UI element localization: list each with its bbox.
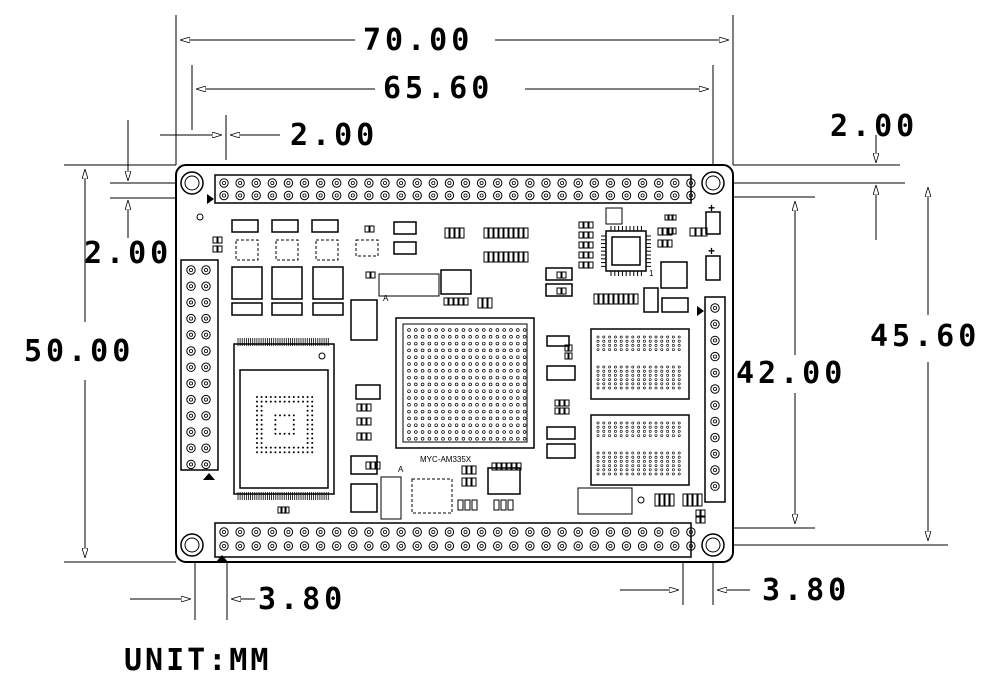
qfp-chip: [601, 207, 651, 276]
processor-bga: [395, 317, 535, 449]
dim-header-span-right: 42.00: [736, 356, 847, 391]
module-name-label: MYC-AM335X: [420, 455, 472, 464]
dim-overall-width: 70.00: [363, 23, 474, 58]
pin-one-label: 1: [649, 269, 654, 278]
small-passives: [212, 214, 708, 524]
left-pin-header: [180, 259, 219, 471]
silkscreen-labels: MYC-AM335X A A 1 + +: [383, 201, 715, 474]
right-pin-header: [704, 296, 726, 503]
pin-one-markers: [203, 194, 704, 562]
unit-label: UNIT:MM: [124, 643, 272, 678]
dim-header-pitch-width: 65.60: [383, 71, 494, 106]
top-pin-header: [214, 174, 696, 204]
plus-sign-1: +: [708, 201, 715, 215]
corner-mark-label-2: A: [398, 465, 404, 474]
dim-edge-offset-top-right: 2.00: [830, 109, 919, 144]
plus-sign-2: +: [708, 244, 715, 258]
dimension-lines: [64, 15, 948, 620]
dim-edge-offset-left: 2.00: [84, 236, 173, 271]
dim-overall-height: 50.00: [24, 334, 135, 369]
ddr-memory-chips: [590, 328, 690, 486]
dim-edge-offset-top-left: 2.00: [290, 118, 379, 153]
board-outline: [175, 164, 734, 563]
dim-hole-pitch-height: 45.60: [870, 319, 981, 354]
dim-bottom-offset-left: 3.80: [258, 582, 347, 617]
dim-bottom-offset-right: 3.80: [762, 573, 851, 608]
emmc-chip: [233, 338, 335, 500]
power-components: [231, 219, 472, 341]
right-components: [350, 211, 721, 520]
bottom-pin-header: [214, 522, 696, 558]
corner-mark-label: A: [383, 294, 389, 303]
